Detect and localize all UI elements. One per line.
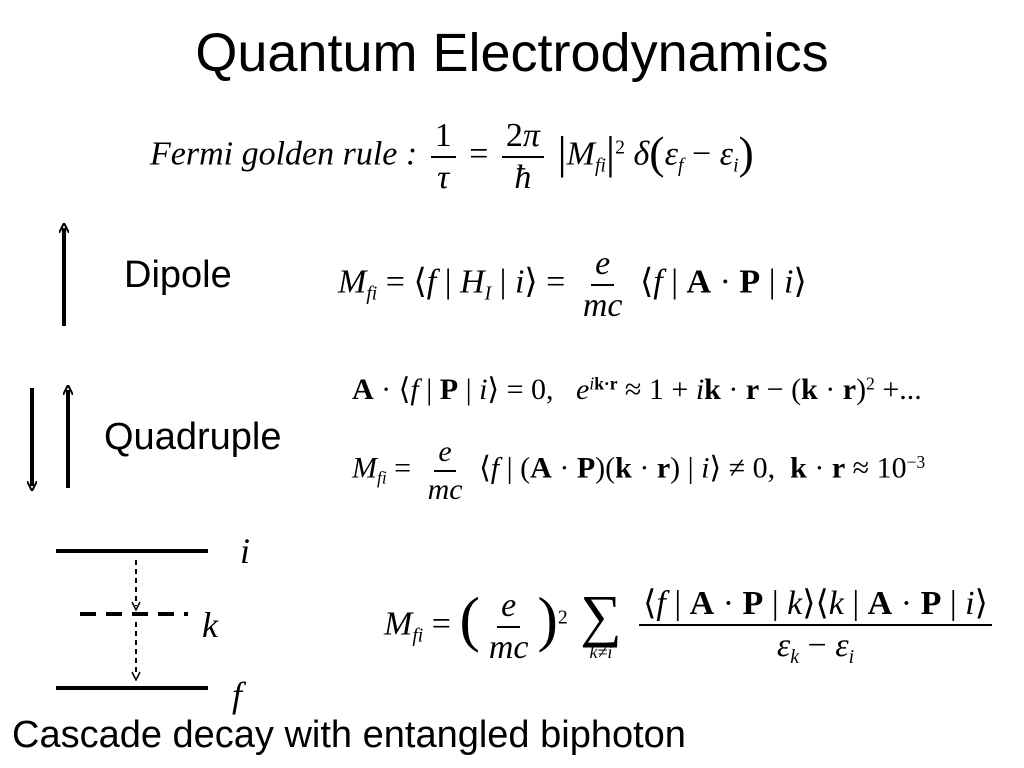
quadruple-label: Quadruple — [104, 416, 282, 458]
summation-symbol: ∑k≠i — [580, 583, 622, 663]
series-tail: +... — [882, 373, 922, 406]
order-of-magnitude-base: 10 — [876, 451, 907, 485]
order-of-magnitude-exponent: −3 — [906, 451, 926, 472]
cascade-caption: Cascade decay with entangled biphoton — [12, 714, 686, 756]
upper-level-label: i — [240, 531, 251, 571]
lower-level-label: f — [232, 675, 243, 715]
fermi-golden-rule-label: Fermi golden rule : — [150, 135, 418, 173]
dipole-forbidden-expansion-equation: A · ⟨f | P | i⟩ = 0, eik·r ≈ 1 + ik · r … — [352, 373, 922, 406]
dipole-label: Dipole — [124, 254, 232, 296]
slide-title: Quantum Electrodynamics — [195, 23, 829, 83]
cascade-fraction: ⟨f | A · P | k⟩⟨k | A · P | i⟩ εk − εi — [639, 586, 992, 667]
intermediate-level-label: k — [202, 605, 218, 645]
